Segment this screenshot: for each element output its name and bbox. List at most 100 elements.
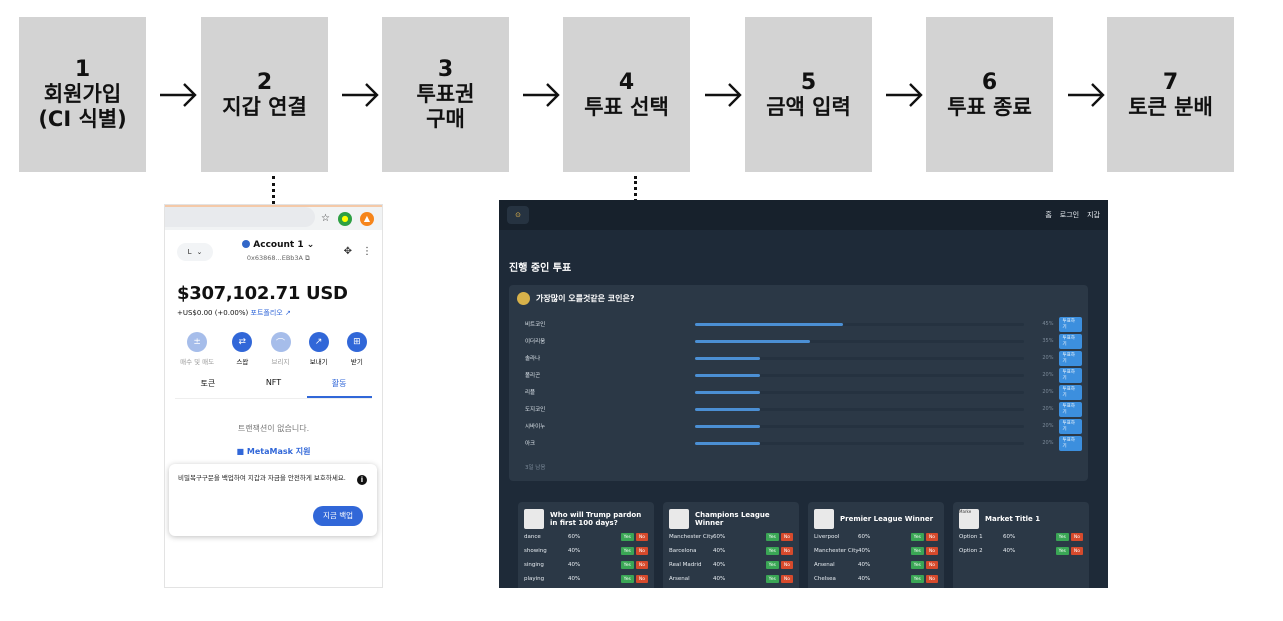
action-label: 매수 및 매도 — [180, 358, 215, 366]
more-options-icon[interactable]: ⋮ — [362, 246, 372, 257]
no-button[interactable]: No — [1070, 547, 1083, 555]
account-selector[interactable]: Account 1 ⌄ 0x63868...EBb3A ⧉ — [213, 240, 344, 263]
step-number: 1 — [74, 57, 91, 82]
action-label: 브리지 — [271, 358, 290, 366]
step-7: 7 토큰 분배 — [1107, 17, 1234, 172]
connections-icon[interactable]: ✥ — [343, 246, 352, 257]
nav-login[interactable]: 로그인 — [1059, 211, 1080, 219]
external-link-icon[interactable]: ↗ — [284, 309, 291, 317]
no-button[interactable]: No — [635, 575, 648, 583]
buy-sell-button[interactable]: ±매수 및 매도 — [180, 332, 214, 366]
poll-option-percent: 20% — [1042, 355, 1054, 361]
backup-now-button[interactable]: 지금 백업 — [313, 506, 363, 526]
yes-button[interactable]: Yes — [620, 533, 634, 541]
receive-button[interactable]: ⊞받기 — [346, 332, 367, 366]
nav-home[interactable]: 홈 — [1045, 211, 1052, 219]
poll-progress-fill — [694, 424, 761, 428]
no-button[interactable]: No — [925, 561, 938, 569]
poll-progress-fill — [694, 339, 810, 343]
no-button[interactable]: No — [635, 533, 648, 541]
support-link[interactable]: ■ MetaMask 지원 — [165, 446, 382, 457]
connector-dotted-line — [634, 176, 637, 202]
yes-button[interactable]: Yes — [910, 533, 924, 541]
vote-button[interactable]: 투표하기 — [1059, 435, 1082, 451]
market-image — [814, 509, 834, 529]
portfolio-link[interactable]: 포트폴리오 — [250, 309, 283, 317]
tab-activity[interactable]: 활동 — [306, 378, 372, 398]
logo-icon[interactable]: ⊙ — [507, 206, 529, 224]
tab-nft[interactable]: NFT — [265, 378, 282, 387]
vote-button[interactable]: 투표하기 — [1059, 350, 1082, 366]
address-bar[interactable] — [165, 207, 315, 227]
wallet-actions: ±매수 및 매도 ⇄스왑 ⌒브리지 ↗보내기 ⊞받기 — [165, 318, 382, 366]
vote-button[interactable]: 투표하기 — [1059, 418, 1082, 434]
yes-button[interactable]: Yes — [765, 533, 779, 541]
yes-button[interactable]: Yes — [765, 561, 779, 569]
network-label: L — [187, 247, 192, 256]
vote-button[interactable]: 투표하기 — [1059, 316, 1082, 332]
yes-button[interactable]: Yes — [620, 561, 634, 569]
vote-button[interactable]: 투표하기 — [1059, 367, 1082, 383]
step-label: 투표 종료 — [947, 94, 1032, 119]
yes-button[interactable]: Yes — [765, 575, 779, 583]
tab-tokens[interactable]: 토큰 — [200, 379, 216, 388]
no-button[interactable]: No — [780, 547, 793, 555]
yes-button[interactable]: Yes — [910, 575, 924, 583]
vote-button[interactable]: 투표하기 — [1059, 333, 1082, 349]
yes-button[interactable]: Yes — [910, 547, 924, 555]
vote-button[interactable]: 투표하기 — [1059, 384, 1082, 400]
no-button[interactable]: No — [635, 547, 648, 555]
info-icon: i — [357, 475, 367, 485]
bridge-button[interactable]: ⌒브리지 — [270, 332, 291, 366]
step-6: 6 투표 종료 — [926, 17, 1053, 172]
yes-button[interactable]: Yes — [1055, 547, 1069, 555]
no-button[interactable]: No — [925, 533, 938, 541]
star-icon[interactable]: ☆ — [321, 213, 330, 224]
yes-button[interactable]: Yes — [620, 547, 634, 555]
poll-question: 가장많이 오를것같은 코인은? — [536, 294, 635, 303]
poll-progress-fill — [694, 322, 843, 326]
vote-button[interactable]: 투표하기 — [1059, 401, 1082, 417]
no-button[interactable]: No — [780, 533, 793, 541]
no-button[interactable]: No — [635, 561, 648, 569]
no-button[interactable]: No — [780, 561, 793, 569]
metamask-fox-icon[interactable]: ▲ — [360, 211, 374, 226]
account-name: Account 1 — [253, 240, 304, 250]
yes-button[interactable]: Yes — [765, 547, 779, 555]
no-button[interactable]: No — [925, 547, 938, 555]
help-icon: ■ — [236, 447, 245, 456]
step-3: 3 투표권 구매 — [382, 17, 509, 172]
extension-icon[interactable]: ● — [338, 211, 352, 226]
network-selector[interactable]: L ⌄ — [177, 242, 213, 261]
copy-icon[interactable]: ⧉ — [305, 254, 310, 262]
market-card[interactable]: Who will Trump pardon in first 100 days?… — [518, 502, 654, 588]
swap-button[interactable]: ⇄스왑 — [232, 332, 253, 366]
poll-progress-fill — [694, 373, 761, 377]
wallet-tabs: 토큰 NFT 활동 — [175, 378, 372, 399]
no-button[interactable]: No — [1070, 533, 1083, 541]
no-button[interactable]: No — [780, 575, 793, 583]
step-1: 1 회원가입 (CI 식별) — [19, 17, 146, 172]
yes-button[interactable]: Yes — [620, 575, 634, 583]
market-option-percent: 40% — [713, 548, 726, 554]
send-button[interactable]: ↗보내기 — [308, 332, 329, 366]
step-number: 4 — [618, 69, 635, 95]
nav-wallet[interactable]: 지갑 — [1087, 211, 1100, 219]
yes-button[interactable]: Yes — [910, 561, 924, 569]
market-option-name: singing — [524, 562, 544, 568]
backup-toast: 비밀복구구문을 백업하여 지갑과 자금을 안전하게 보호하세요. i 지금 백업 — [169, 464, 377, 536]
yes-button[interactable]: Yes — [1055, 533, 1069, 541]
no-button[interactable]: No — [925, 575, 938, 583]
action-label: 받기 — [350, 358, 363, 366]
market-option-percent: 40% — [858, 548, 871, 554]
poll-progress-fill — [694, 390, 761, 394]
poll-option-label: 시바이누 — [525, 424, 546, 430]
